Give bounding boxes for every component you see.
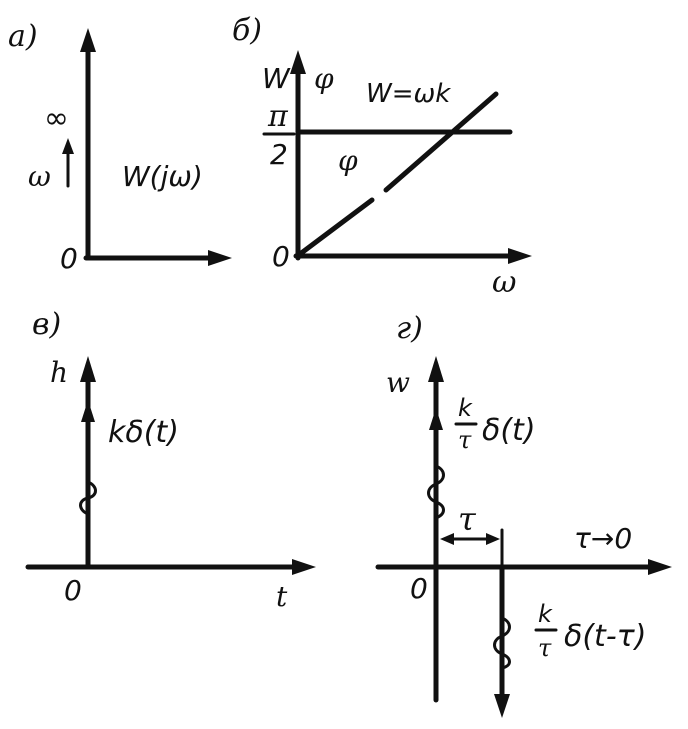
panel-b: б) W φ π 2 φ W=ωk 0 ω: [232, 13, 532, 300]
panel-b-w-line-upper: [383, 91, 499, 193]
panel-g-y-label: w: [386, 366, 410, 399]
panel-a-omega: ω: [28, 160, 51, 193]
panel-g-label: г): [396, 311, 423, 346]
panel-g-tau-right-arrowhead: [486, 533, 500, 545]
panel-a-y-arrowhead: [80, 28, 96, 52]
panel-a-omega-arrowhead: [62, 138, 74, 154]
panel-b-y-label-phi: φ: [314, 62, 334, 95]
panel-b-x-arrowhead: [508, 248, 532, 264]
panel-g-limit: τ→0: [574, 522, 632, 555]
panel-a-label: а): [8, 19, 38, 54]
panel-g-coil-up-icon: [427, 464, 445, 520]
panel-g-origin: 0: [410, 572, 428, 605]
panel-g-negative-arrowhead: [494, 694, 510, 718]
panel-g-impulse-up-arrowhead: [429, 408, 443, 430]
panel-v: в) h kδ(t) 0 t: [25, 307, 316, 613]
panel-b-origin: 0: [272, 240, 290, 273]
panel-v-y-arrowhead: [80, 356, 96, 382]
panel-g-coil-down-icon: [493, 616, 511, 670]
panel-b-line-label: W=ωk: [366, 79, 451, 109]
panel-b-y-arrowhead: [290, 50, 306, 74]
panel-g-x-arrowhead: [648, 559, 672, 575]
panel-b-x-label: ω: [492, 265, 516, 300]
panel-g-tau: τ: [458, 500, 477, 538]
panel-v-x-label: t: [276, 580, 288, 613]
panel-g-k: k: [458, 394, 473, 422]
panel-g-delta-up: δ(t): [482, 413, 536, 448]
panel-v-coil-icon: [79, 480, 97, 516]
panel-g: г) w k τ δ(t) τ τ→0 0 k τ δ(t-τ): [375, 311, 672, 718]
panel-v-label: в): [32, 307, 61, 342]
panel-b-w-line-lower: [297, 197, 375, 257]
panel-g-delta-down: δ(t-τ): [564, 619, 646, 654]
panel-v-x-arrowhead: [292, 559, 316, 575]
panel-a-origin: 0: [60, 242, 78, 275]
panel-v-impulse-label: kδ(t): [108, 415, 179, 450]
panel-b-label: б): [232, 13, 262, 48]
panel-b-two: 2: [270, 138, 288, 171]
panel-v-impulse-arrowhead: [81, 400, 95, 422]
panel-b-y-label-w: W: [262, 62, 291, 95]
panel-g-y-arrowhead: [428, 356, 444, 382]
panel-b-phi-curve-label: φ: [338, 144, 358, 177]
panel-v-origin: 0: [64, 574, 82, 607]
panel-g-tau-den2: τ: [538, 634, 552, 662]
panel-g-k2: k: [538, 600, 553, 628]
panel-v-y-label: h: [50, 356, 68, 389]
panel-b-pi: π: [267, 99, 289, 134]
panel-a: а) ∞ ω 0 W(jω): [8, 19, 232, 275]
panel-a-x-arrowhead: [208, 250, 232, 266]
panel-a-function: W(jω): [122, 160, 203, 193]
panel-g-tau-den: τ: [458, 426, 472, 454]
panel-g-tau-left-arrowhead: [440, 533, 454, 545]
panel-a-infinity: ∞: [44, 101, 69, 136]
